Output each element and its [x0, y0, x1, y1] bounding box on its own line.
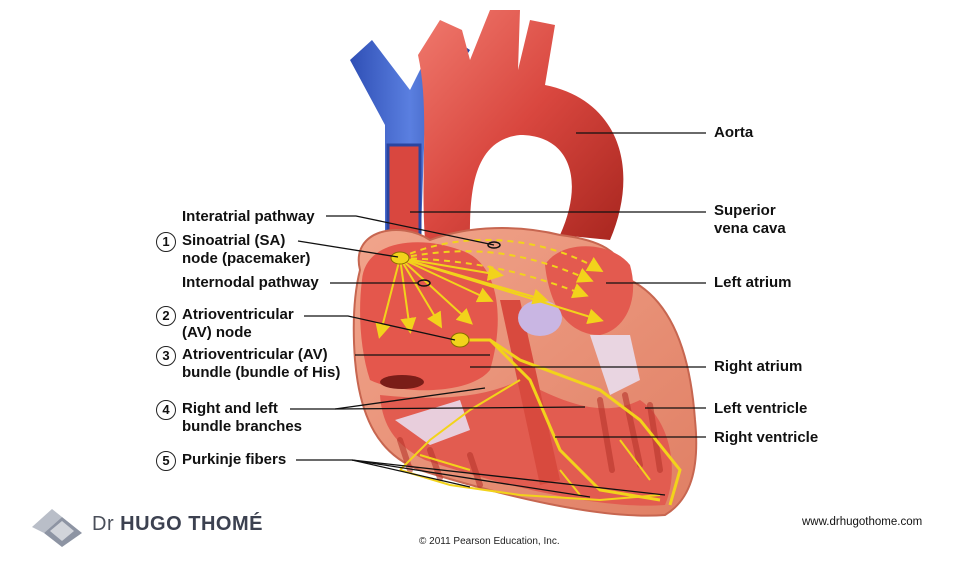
- label-sa-node: Sinoatrial (SA) node (pacemaker): [182, 232, 311, 267]
- label-right-atrium: Right atrium: [714, 358, 803, 375]
- av-node: [450, 332, 470, 348]
- copyright-text: © 2011 Pearson Education, Inc.: [419, 536, 560, 547]
- brand-name: Dr HUGO THOMÉ: [92, 513, 263, 536]
- label-av-node: Atrioventricular (AV) node: [182, 306, 294, 341]
- label-right-ventricle: Right ventricle: [714, 429, 819, 446]
- step-5-badge: 5: [156, 451, 176, 471]
- label-purkinje-fibers: Purkinje fibers: [182, 451, 287, 468]
- brand-title: HUGO THOMÉ: [120, 513, 263, 535]
- heart-body: [352, 227, 698, 517]
- label-internodal-pathway: Internodal pathway: [182, 274, 319, 291]
- sa-node: [390, 251, 410, 265]
- website-link[interactable]: www.drhugothome.com: [802, 516, 923, 528]
- brand-logo-icon: [32, 509, 82, 547]
- label-superior-vena-cava: Superior vena cava: [714, 202, 786, 237]
- step-1-badge: 1: [156, 232, 176, 252]
- label-bundle-branches: Right and left bundle branches: [182, 400, 303, 435]
- leader-lines: [290, 132, 706, 498]
- brand-prefix: Dr: [92, 513, 121, 535]
- step-3-badge: 3: [156, 346, 176, 366]
- conduction-system: [375, 239, 682, 506]
- label-aorta: Aorta: [714, 124, 754, 141]
- aorta-shape: [418, 10, 624, 240]
- label-av-bundle: Atrioventricular (AV) bundle (bundle of …: [182, 346, 341, 381]
- step-4-badge: 4: [156, 400, 176, 420]
- interatrial-marker: [487, 241, 501, 249]
- label-interatrial-pathway: Interatrial pathway: [182, 208, 315, 225]
- label-left-atrium: Left atrium: [714, 274, 792, 291]
- step-2-badge: 2: [156, 306, 176, 326]
- label-left-ventricle: Left ventricle: [714, 400, 808, 417]
